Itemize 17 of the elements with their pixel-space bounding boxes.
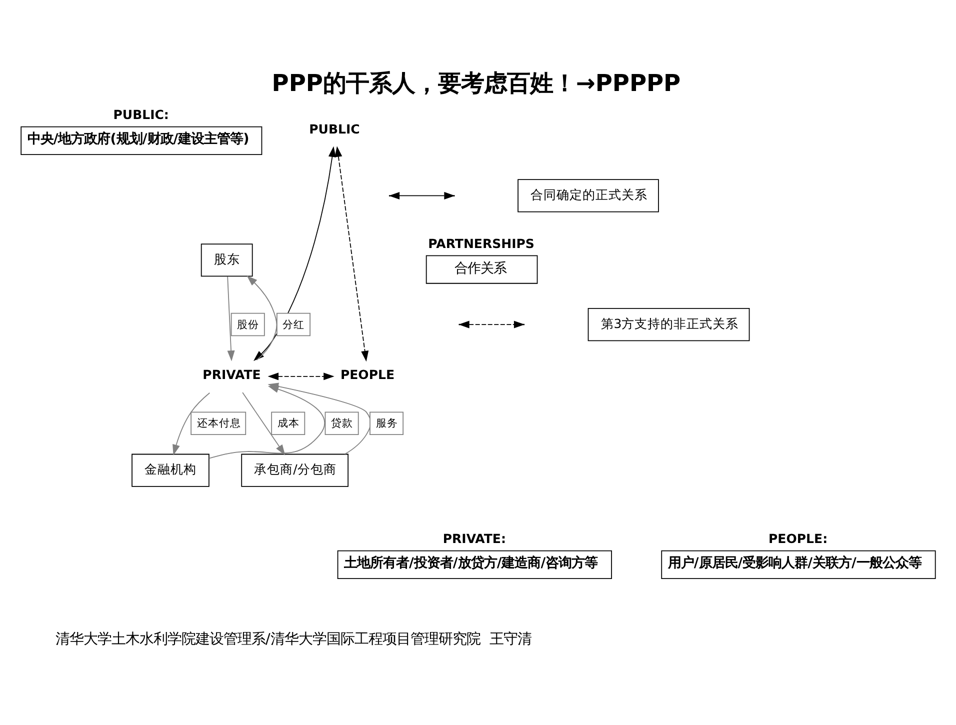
node-text: PUBLIC: [309, 121, 360, 136]
edge-label: 服务: [376, 416, 398, 430]
diagram-title: PPP的干系人，要考虑百姓！→PPPPP: [272, 69, 681, 96]
caption: 清华大学土木水利学院建设管理系/清华大学国际工程项目管理研究院 王守清: [56, 631, 532, 648]
legend-label: 合同确定的正式关系: [530, 186, 648, 202]
node-label: PUBLIC:: [113, 106, 169, 122]
edge-label: 分红: [282, 317, 305, 330]
edge-label: 还本付息: [196, 416, 241, 430]
edge-label: 贷款: [331, 416, 354, 430]
node-text: PEOPLE: [340, 366, 395, 382]
legend-label: 第3方支持的非正式关系: [600, 315, 739, 330]
node-label: PEOPLE:: [768, 530, 828, 546]
node-label: PARTNERSHIPS: [428, 235, 534, 250]
edge-label: 成本: [277, 416, 300, 430]
node-text: PRIVATE: [202, 366, 261, 382]
edge-label: 股份: [237, 317, 260, 330]
node-label: PRIVATE:: [442, 530, 506, 546]
